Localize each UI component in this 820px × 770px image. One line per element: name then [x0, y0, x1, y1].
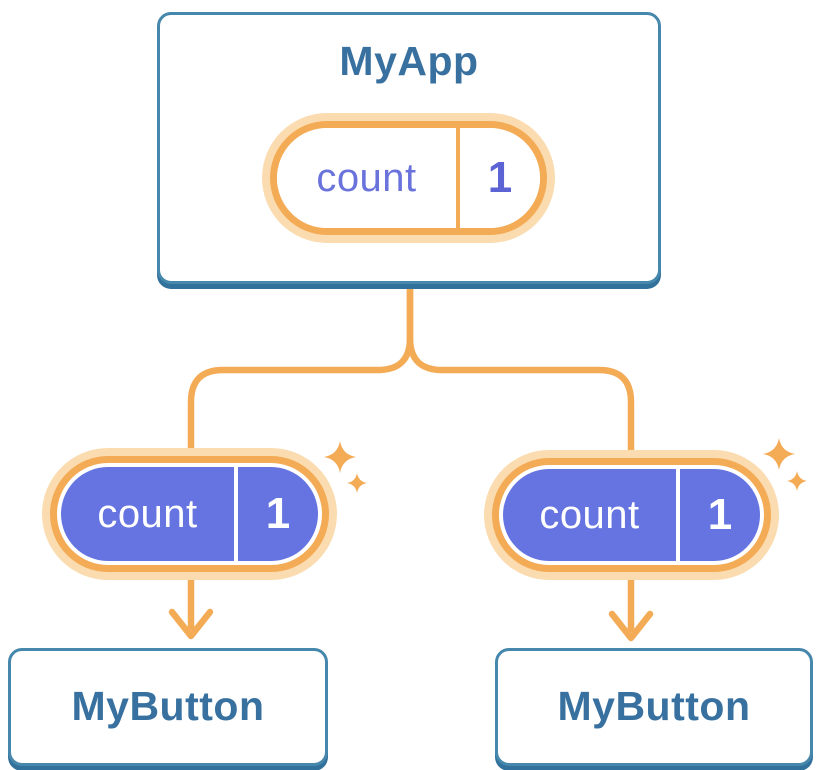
pill-divider: [456, 128, 460, 228]
pill-ring: count 1: [270, 121, 547, 235]
component-card-mybutton-left: MyButton: [8, 648, 328, 766]
pill-inner: count 1: [499, 465, 764, 565]
state-pill-root: count 1: [262, 113, 555, 243]
connector-left-branch: [187, 280, 414, 454]
arrow-down-icon: [168, 574, 214, 640]
pill-divider: [676, 469, 680, 561]
component-card-mybutton-right: MyButton: [495, 648, 813, 766]
sparkle-icon: [324, 441, 356, 473]
prop-pill-right: count 1: [484, 450, 779, 580]
pill-ring: count 1: [492, 458, 771, 572]
sparkle-icon: [347, 473, 367, 493]
pill-divider: [234, 467, 238, 561]
connector-right-branch: [406, 280, 635, 458]
prop-pill-left: count 1: [42, 448, 337, 580]
sparkle-icon: [763, 438, 795, 470]
state-name: count: [316, 155, 417, 200]
pill-inner: count 1: [57, 463, 322, 565]
prop-name: count: [539, 492, 640, 537]
pill-body: count 1: [61, 467, 318, 561]
pill-body: count 1: [277, 128, 540, 228]
prop-value: 1: [707, 490, 733, 539]
sparkle-icon: [787, 471, 807, 491]
pill-inner: count 1: [277, 128, 540, 228]
pill-body: count 1: [503, 469, 760, 561]
component-title: MyApp: [339, 38, 479, 84]
pill-ring: count 1: [50, 456, 329, 572]
arrow-down-icon: [608, 576, 654, 642]
state-value: 1: [487, 153, 513, 202]
prop-value: 1: [265, 489, 291, 538]
component-title: MyButton: [557, 683, 751, 730]
component-title: MyButton: [71, 683, 265, 730]
prop-name: count: [97, 491, 198, 536]
